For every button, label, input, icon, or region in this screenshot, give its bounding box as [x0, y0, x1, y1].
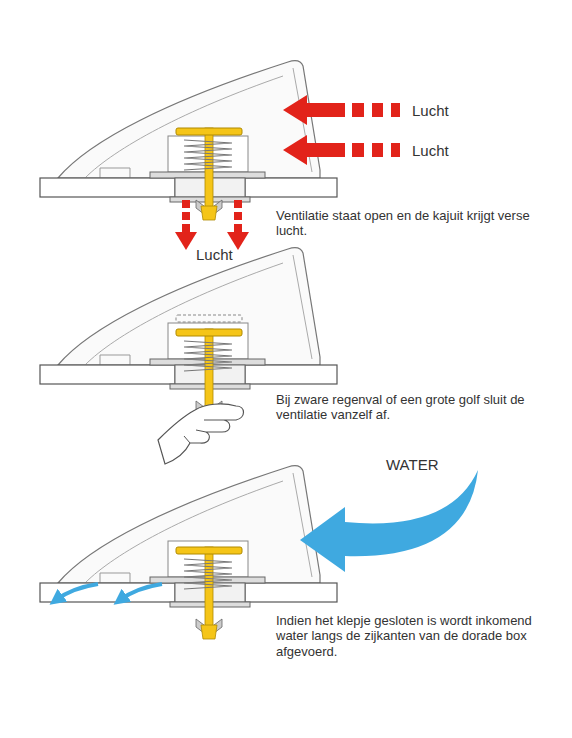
dorade-vent [40, 248, 337, 389]
air-arrow [283, 95, 400, 125]
air-arrow [283, 135, 400, 165]
dorade-vent [40, 466, 337, 607]
hand [158, 404, 244, 464]
caption-text: Ventilatie staat open en de kajuit krijg… [276, 208, 561, 239]
water-drain-arrow [120, 584, 162, 600]
valve-closed [176, 547, 242, 639]
valve-open-outline [176, 315, 242, 322]
air-arrow [175, 200, 249, 250]
caption-text: Bij zware regenval of een grote golf slu… [276, 392, 561, 423]
air-label: Lucht [196, 246, 276, 264]
water-drain-arrow [56, 584, 98, 600]
air-label: Lucht [412, 142, 492, 160]
air-label: Lucht [412, 102, 492, 120]
caption-text: Indien het klepje gesloten is wordt inko… [276, 613, 561, 659]
water-arrow [300, 470, 478, 572]
water-label: WATER [386, 456, 486, 474]
valve-open [176, 128, 242, 220]
